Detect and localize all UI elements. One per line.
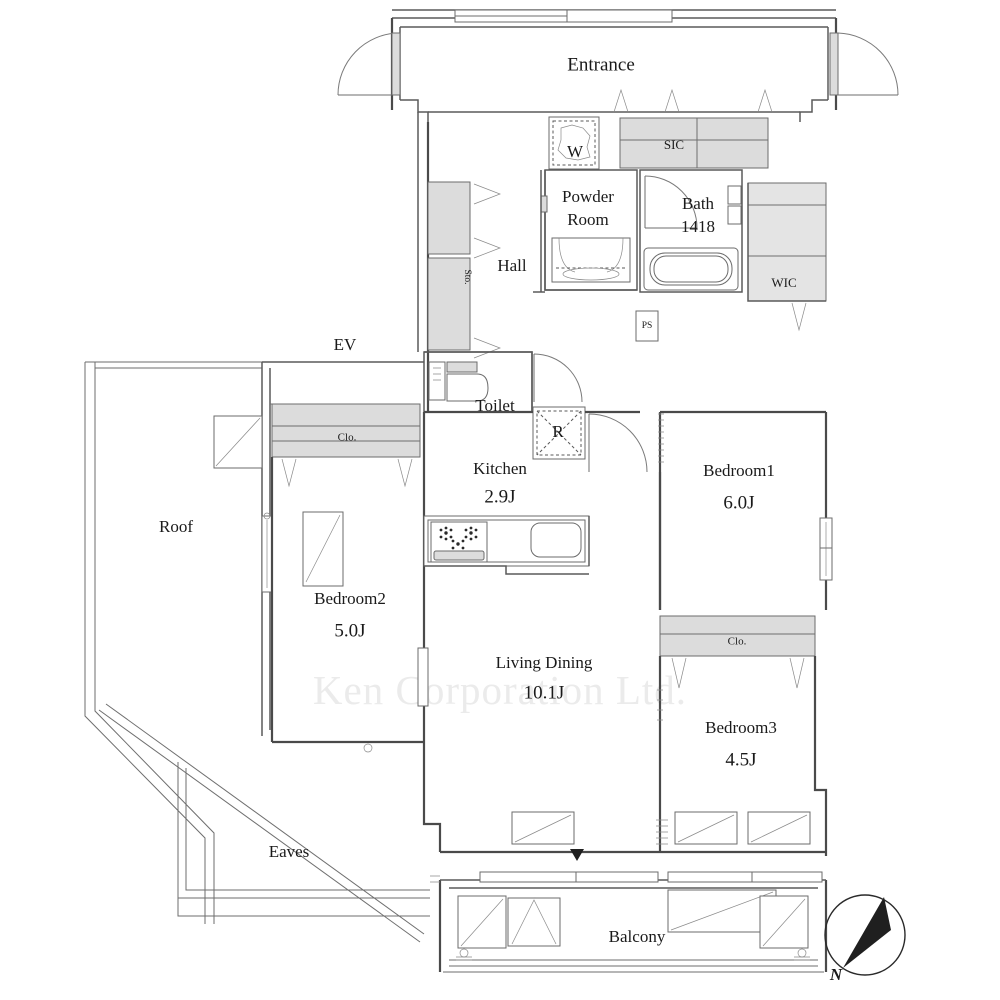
label-toilet: Toilet	[475, 396, 515, 415]
eaves-outline	[98, 703, 430, 943]
label-sic: SIC	[664, 137, 684, 152]
powder-room-walls	[540, 169, 638, 291]
label-eaves: Eaves	[269, 842, 310, 861]
label-bath-line1: Bath	[682, 194, 715, 213]
label-closet-bedroom3: Clo.	[728, 636, 747, 648]
bedroom3-walls	[656, 656, 828, 856]
refrigerator-space	[532, 406, 586, 460]
label-hall: Hall	[497, 256, 527, 275]
label-closet-bedroom2: Clo.	[338, 432, 357, 444]
entrance-door-right	[829, 32, 899, 96]
label-storage: Sto.	[462, 269, 472, 284]
kitchen-area	[422, 410, 648, 575]
ev-corridor	[213, 361, 424, 736]
label-living-dining-size: 10.1J	[524, 682, 565, 703]
label-bedroom1: Bedroom1	[703, 461, 775, 480]
label-bedroom3-size: 4.5J	[725, 749, 756, 770]
label-living-dining: Living Dining	[496, 653, 593, 672]
roof-outline	[84, 361, 262, 924]
label-powder-room-line1: Powder	[562, 187, 614, 206]
label-refrigerator: R	[552, 422, 564, 441]
label-entrance: Entrance	[567, 54, 635, 75]
living-dining-walls	[422, 472, 663, 861]
label-bedroom1-size: 6.0J	[723, 492, 754, 513]
ps-shaft	[635, 310, 659, 342]
label-kitchen: Kitchen	[473, 459, 527, 478]
toilet-room	[423, 351, 583, 413]
entrance-corridor-walls	[390, 9, 838, 122]
label-bedroom2-size: 5.0J	[334, 620, 365, 641]
watermark-text: Ken Corporation Ltd.	[313, 667, 687, 713]
label-wic: WIC	[771, 275, 796, 290]
compass-north-label: N	[829, 965, 843, 984]
label-bedroom2: Bedroom2	[314, 589, 386, 608]
washing-machine	[548, 116, 600, 170]
sic-closet	[613, 88, 773, 169]
label-balcony: Balcony	[609, 927, 666, 946]
compass-rose: N	[824, 894, 906, 984]
label-roof: Roof	[159, 517, 193, 536]
hall-area	[417, 112, 545, 412]
bath-room	[639, 169, 743, 293]
bedroom2-walls	[270, 457, 429, 753]
label-ev: EV	[334, 335, 357, 354]
label-bath-line2: 1418	[681, 217, 715, 236]
balcony-area	[430, 871, 828, 973]
label-ps: PS	[642, 321, 653, 331]
closet-bedroom3	[659, 615, 816, 689]
label-powder-room-line2: Room	[567, 210, 609, 229]
label-washer: W	[567, 142, 584, 161]
label-kitchen-size: 2.9J	[484, 486, 515, 507]
wic-closet	[747, 182, 827, 332]
entrance-door-left	[337, 32, 401, 96]
label-bedroom3: Bedroom3	[705, 718, 777, 737]
